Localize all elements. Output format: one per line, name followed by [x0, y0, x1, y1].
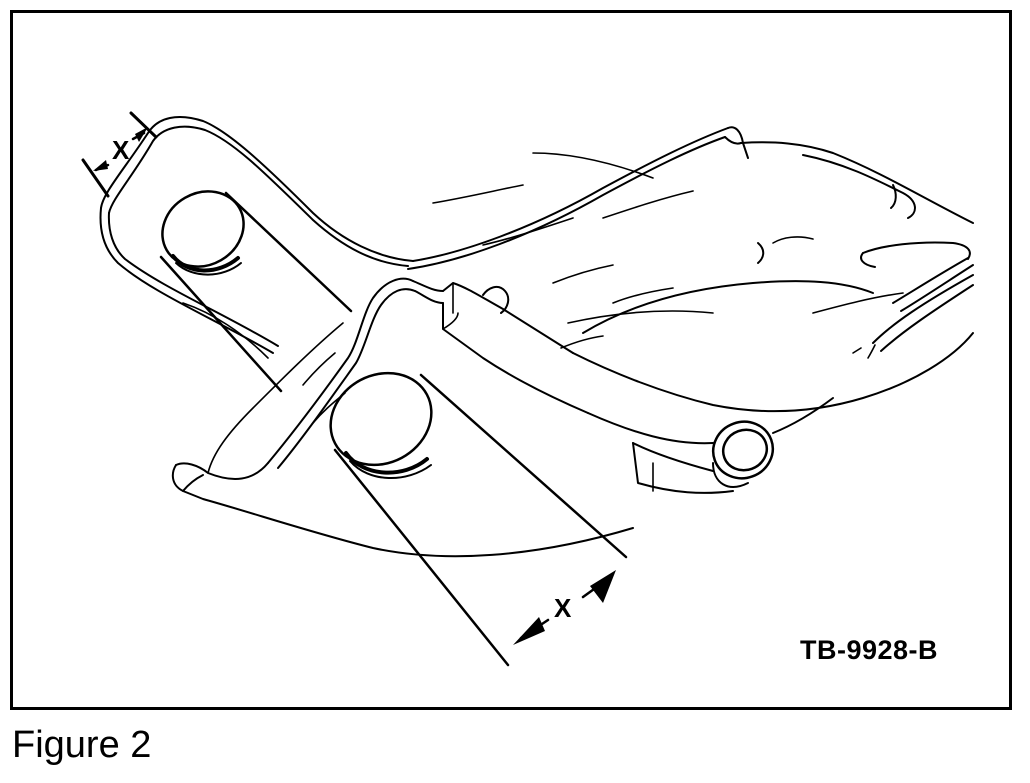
spring-eye-bushing: [711, 397, 834, 488]
upper-spring-pad: [159, 190, 353, 393]
front-bracket: [171, 277, 974, 558]
lower-dimension-marker: X: [513, 570, 616, 645]
bracket-left-ear: [99, 207, 279, 359]
lower-spring-pad: [329, 371, 628, 667]
lower-x-label: X: [554, 593, 572, 623]
drawing-id-label: TB-9928-B: [800, 635, 939, 665]
seat-pan: [100, 116, 974, 359]
upper-dimension-marker: X: [81, 111, 158, 198]
figure-caption: Figure 2: [12, 724, 152, 766]
figure-frame: X: [10, 10, 1012, 710]
upper-x-label: X: [112, 135, 130, 165]
spring-seat-bracket-illustration: X: [81, 111, 974, 667]
